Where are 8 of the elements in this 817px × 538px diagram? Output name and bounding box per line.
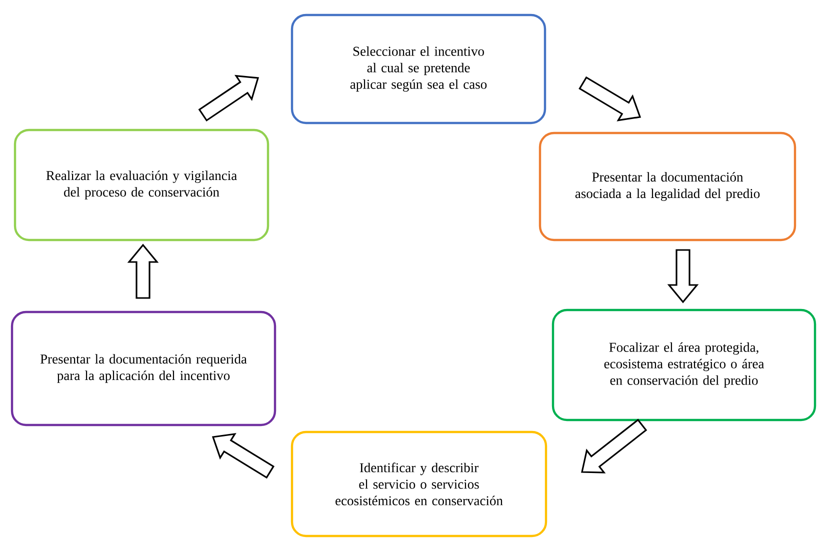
process-box: Seleccionar el incentivo al cual se pretende aplicar según sea el caso (290, 14, 546, 124)
process-box: Identificar y describir el servicio o servicios ecosistémicos en conservación (290, 430, 548, 538)
process-box: Focalizar el área protegida, ecosistema estratégico o área en conservación del predio (552, 308, 816, 422)
process-box: Realizar la evaluación y vigilancia del proceso de conservación (14, 128, 270, 242)
block-arrow (667, 249, 699, 304)
process-box: Presentar la documentación asociada a la legalidad del predio (538, 132, 796, 242)
process-box: Presentar la documentación requerida para la aplicación del incentivo (10, 310, 276, 426)
block-arrow (127, 244, 159, 299)
